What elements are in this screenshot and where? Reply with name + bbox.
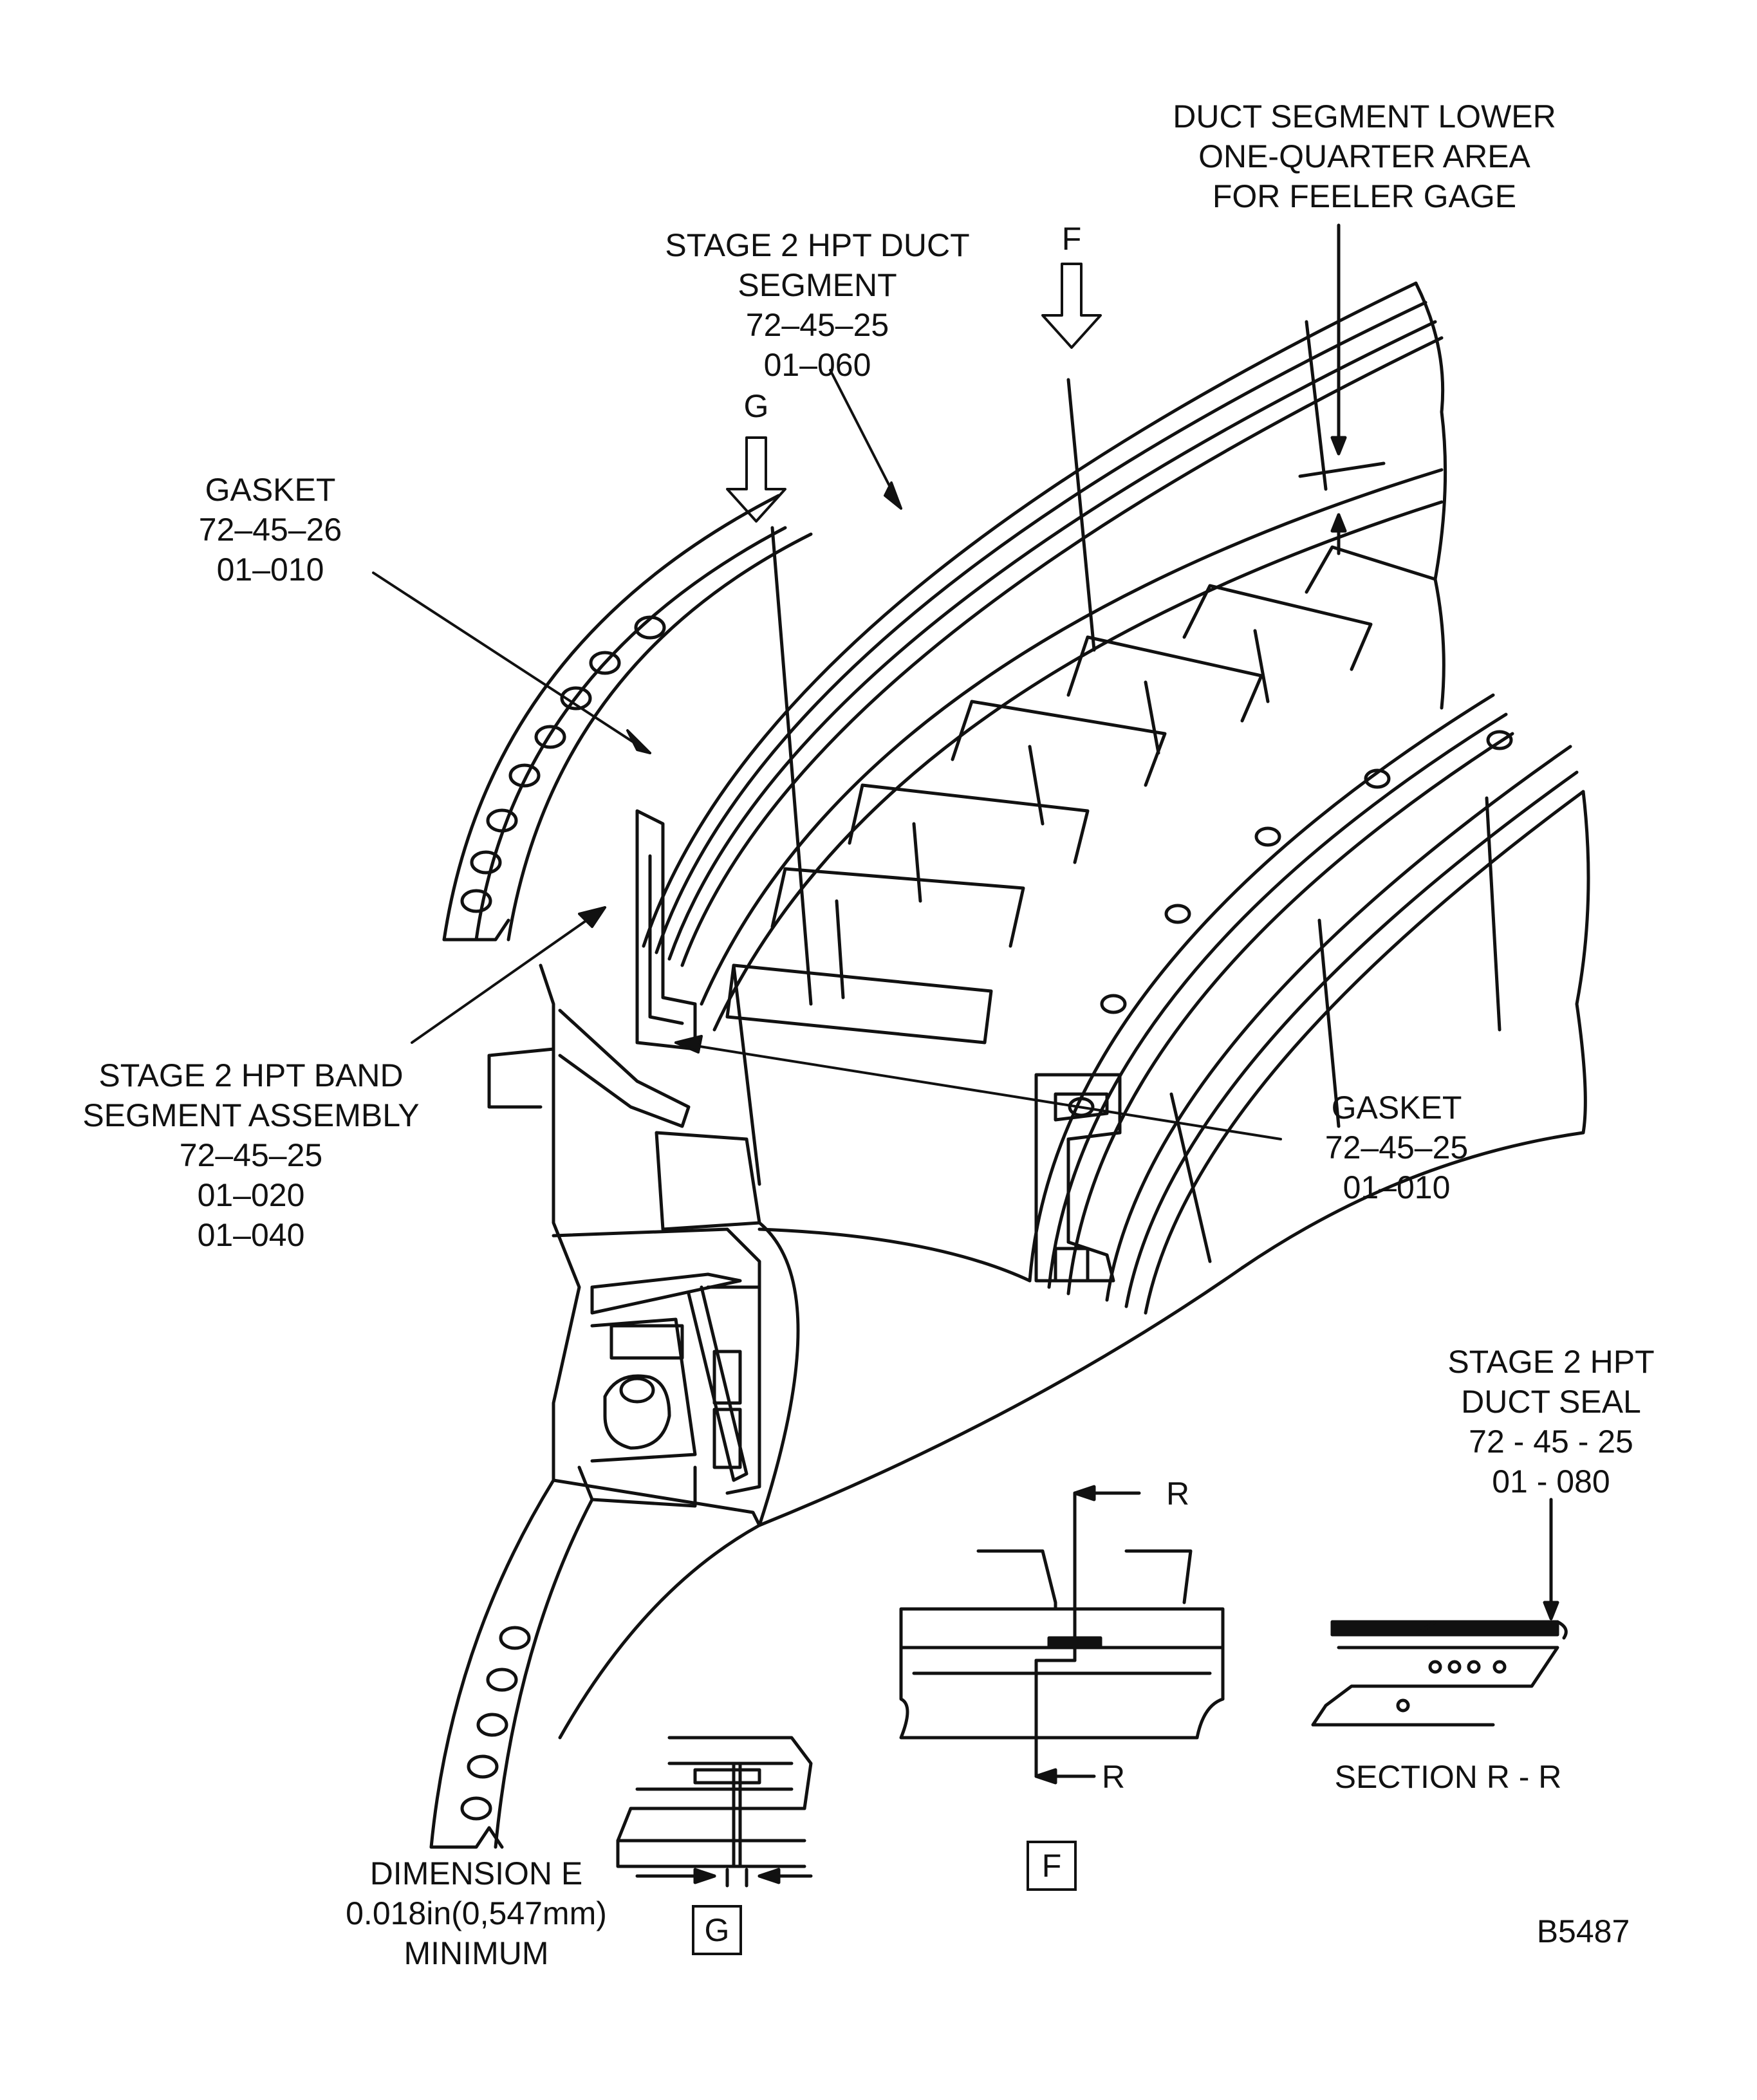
label-line: 01–060 [763, 347, 871, 383]
view-arrow-g [726, 436, 786, 523]
label-duct-seal: STAGE 2 HPT DUCT SEAL 72 - 45 - 25 01 - … [1447, 1342, 1654, 1501]
label-line: DIMENSION E [369, 1855, 583, 1891]
label-gasket-upper: GASKET 72–45–26 01–010 [199, 470, 342, 590]
label-line: 72–45–25 [745, 307, 889, 343]
detail-g [616, 1736, 813, 1888]
label-line: ONE-QUARTER AREA [1198, 138, 1530, 174]
label-line: FOR FEELER GAGE [1212, 178, 1517, 214]
label-stage2-duct-segment: STAGE 2 HPT DUCT SEGMENT 72–45–25 01–060 [665, 225, 969, 385]
label-line: SEGMENT ASSEMBLY [82, 1097, 420, 1133]
vane-airfoils [725, 545, 1437, 1186]
label-line: GASKET [205, 472, 336, 508]
bolt-holes-lower [460, 1626, 531, 1821]
view-g-box: G [692, 1905, 742, 1955]
leader-lines [372, 369, 1282, 1140]
section-hardware [487, 809, 761, 1527]
lower-flange [429, 1221, 1244, 1849]
label-line: 01–010 [216, 552, 324, 588]
outer-flange [442, 494, 813, 942]
duct-segment-casing [642, 223, 1447, 1032]
label-view-g-arrow: G [743, 388, 769, 424]
label-line: 0.018in(0,547mm) [346, 1895, 607, 1931]
detail-f [899, 1485, 1225, 1785]
label-line: STAGE 2 HPT BAND [98, 1057, 404, 1093]
label-view-f-arrow: F [1061, 221, 1082, 257]
label-band-segment: STAGE 2 HPT BAND SEGMENT ASSEMBLY 72–45–… [82, 1055, 419, 1255]
label-line: SEGMENT [738, 267, 897, 303]
band-segment-ring [1028, 693, 1590, 1315]
bolt-heads [1068, 730, 1513, 1117]
label-section-r-top: R [1166, 1476, 1190, 1512]
section-rr-view [1311, 1498, 1568, 1727]
label-line: DUCT SEGMENT LOWER [1173, 98, 1556, 135]
label-line: 72 - 45 - 25 [1469, 1424, 1633, 1460]
label-line: 01–040 [197, 1217, 305, 1253]
label-section-rr: SECTION R - R [1334, 1759, 1562, 1795]
label-line: 01 - 080 [1492, 1463, 1610, 1500]
label-dimension-e: DIMENSION E 0.018in(0,547mm) MINIMUM [346, 1854, 607, 1973]
label-duct-segment-area: DUCT SEGMENT LOWER ONE-QUARTER AREA FOR … [1173, 97, 1556, 216]
view-f-box: F [1027, 1841, 1077, 1891]
label-line: 72–45–26 [198, 512, 342, 548]
label-line: STAGE 2 HPT DUCT [665, 227, 970, 263]
label-line: STAGE 2 HPT [1447, 1344, 1655, 1380]
label-line: MINIMUM [404, 1935, 549, 1971]
label-section-r-bottom: R [1101, 1759, 1126, 1795]
figure-id: B5487 [1536, 1913, 1630, 1949]
label-line: 01–010 [1343, 1169, 1451, 1205]
label-line: 72–45–25 [179, 1137, 323, 1173]
view-arrow-f [1041, 263, 1102, 349]
label-line: 01–020 [197, 1177, 305, 1213]
label-line: DUCT SEAL [1461, 1384, 1641, 1420]
label-line: 72–45–25 [1325, 1129, 1469, 1166]
label-gasket-right: GASKET 72–45–25 01–010 [1325, 1088, 1468, 1207]
label-line: GASKET [1331, 1090, 1462, 1126]
bolt-holes-upper [460, 615, 666, 913]
